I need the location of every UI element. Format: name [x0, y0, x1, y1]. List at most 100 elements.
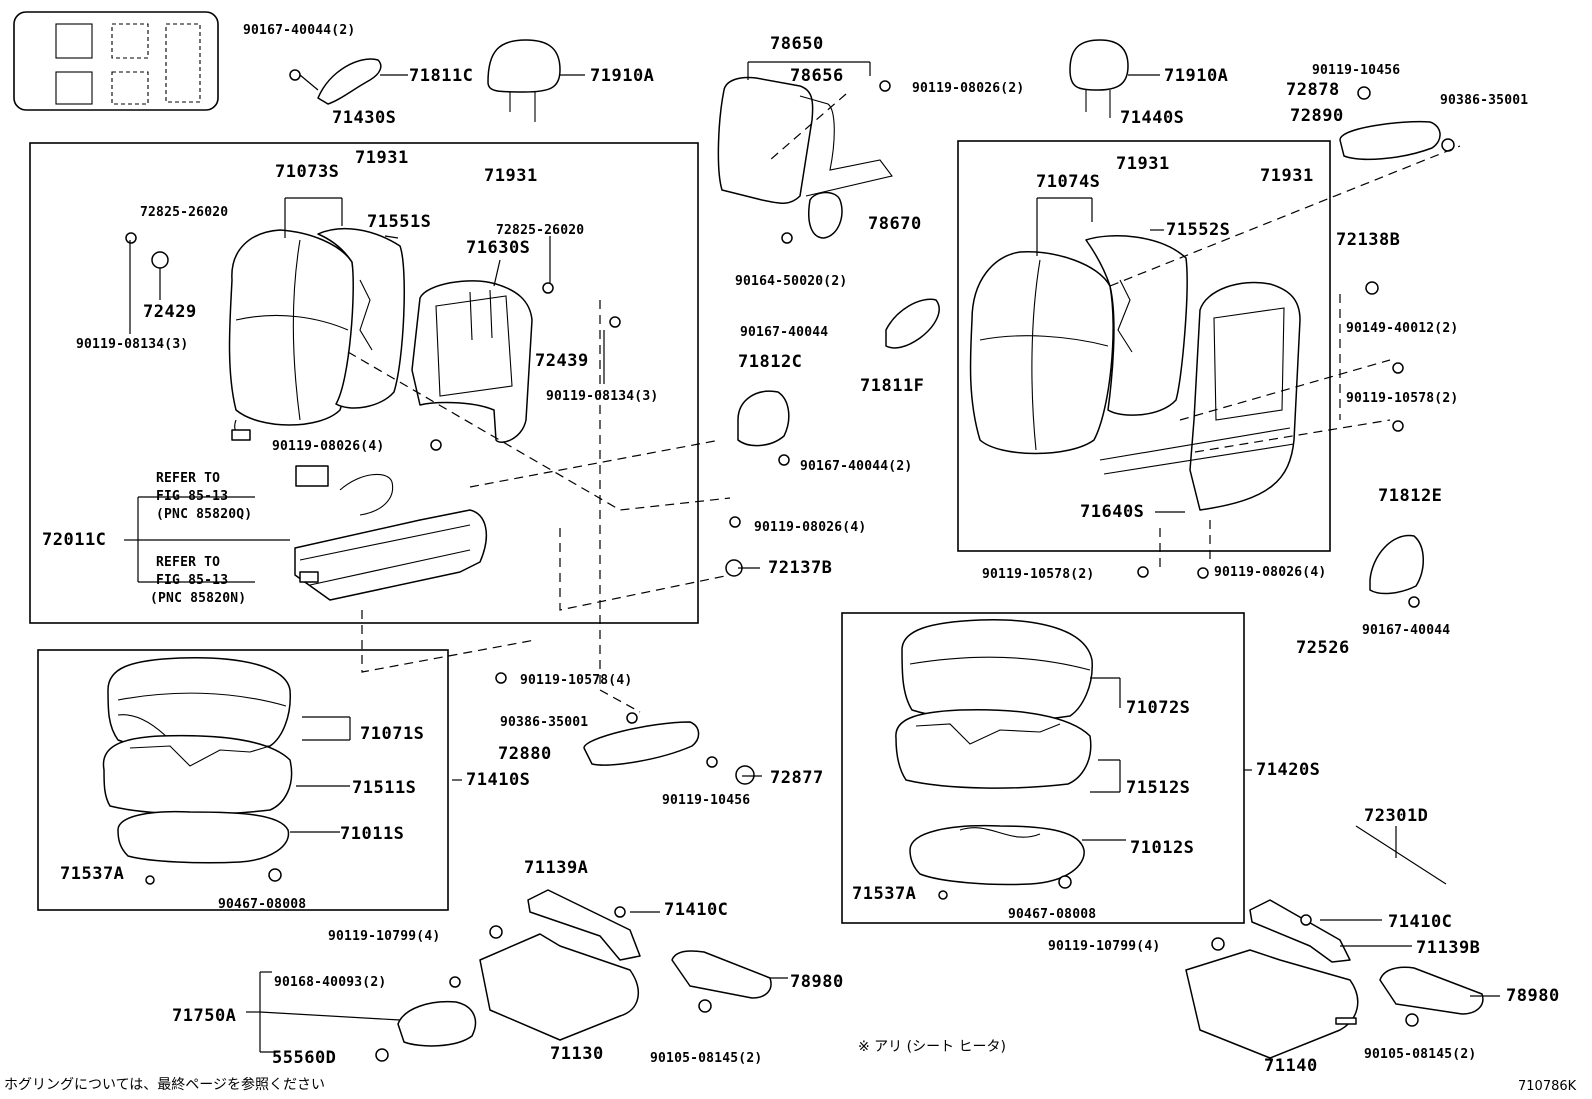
label-71931-c: 71931 — [1116, 154, 1170, 174]
label-78980-b: 78980 — [1506, 986, 1560, 1006]
label-71074s: 71074S — [1036, 172, 1101, 192]
label-71630s: 71630S — [466, 238, 531, 258]
label-71812e: 71812E — [1378, 486, 1443, 506]
seatback-frame-left — [411, 280, 533, 443]
label-71073s: 71073S — [275, 162, 340, 182]
group-box-71430s — [29, 142, 699, 624]
label-72825-26020-b: 72825-26020 — [496, 223, 585, 238]
armrest-72890 — [1339, 120, 1441, 160]
seat-frame-right — [909, 824, 1085, 886]
label-heater-note: ※ アリ (シート ヒータ) — [858, 1039, 1007, 1055]
label-72526: 72526 — [1296, 638, 1350, 658]
label-90119-10578-2-a: 90119-10578(2) — [1346, 391, 1459, 406]
label-72890: 72890 — [1290, 106, 1344, 126]
label-90119-10799-4-b: 90119-10799(4) — [1048, 939, 1161, 954]
seat-frame-left — [117, 810, 290, 864]
seat-cushion-right — [901, 619, 1093, 722]
label-72301d: 72301D — [1364, 806, 1429, 826]
label-90164-50020-2: 90164-50020(2) — [735, 274, 848, 289]
label-71812c: 71812C — [738, 352, 803, 372]
label-90119-08026-2: 90119-08026(2) — [912, 81, 1025, 96]
label-90119-10456-a: 90119-10456 — [1312, 63, 1401, 78]
label-71440s: 71440S — [1120, 108, 1185, 128]
label-78650: 78650 — [770, 34, 824, 54]
label-71931-b: 71931 — [484, 166, 538, 186]
label-90119-08026-4-c: 90119-08026(4) — [1214, 565, 1327, 580]
label-90119-08134-3-a: 90119-08134(3) — [76, 337, 189, 352]
label-pnc-85820q: (PNC 85820Q) — [156, 507, 253, 522]
label-fig-85-13-2: FIG 85-13 — [156, 573, 229, 588]
label-71910a-left: 71910A — [590, 66, 655, 86]
label-fig-85-13-1: FIG 85-13 — [156, 489, 229, 504]
label-90168-40093-2: 90168-40093(2) — [274, 975, 387, 990]
bracket-71139b — [1249, 899, 1351, 963]
label-72878: 72878 — [1286, 80, 1340, 100]
seatback-center — [717, 76, 893, 239]
label-71410s: 71410S — [466, 770, 531, 790]
label-90467-08008-a: 90467-08008 — [218, 897, 307, 912]
label-71931-a: 71931 — [355, 148, 409, 168]
label-90105-08145-2-b: 90105-08145(2) — [1364, 1047, 1477, 1062]
headrest-right — [1069, 39, 1160, 118]
trim-71812c — [737, 390, 790, 447]
label-71910a-right: 71910A — [1164, 66, 1229, 86]
label-71072s: 71072S — [1126, 698, 1191, 718]
headrest-left — [487, 39, 585, 122]
label-78980-a: 78980 — [790, 972, 844, 992]
label-71430s: 71430S — [332, 108, 397, 128]
label-90467-08008-b: 90467-08008 — [1008, 907, 1097, 922]
seatback-cover-left — [228, 229, 355, 441]
cover-71811c — [317, 58, 382, 105]
seat-index-key — [13, 11, 219, 111]
seat-cushion-left — [107, 657, 291, 752]
tray-55560d — [397, 1000, 477, 1047]
label-90167-40044-2-b: 90167-40044(2) — [800, 459, 913, 474]
label-90386-35001-a: 90386-35001 — [1440, 93, 1529, 108]
label-71420s: 71420S — [1256, 760, 1321, 780]
label-71012s: 71012S — [1130, 838, 1195, 858]
footer-note: ホグリングについては、最終ページを参照ください — [4, 1077, 326, 1093]
label-90119-08026-4-b: 90119-08026(4) — [754, 520, 867, 535]
label-71130: 71130 — [550, 1044, 604, 1064]
leader-lines — [124, 61, 1500, 1053]
trim-71811f — [885, 298, 940, 349]
label-78670: 78670 — [868, 214, 922, 234]
armrest-72880 — [583, 721, 700, 766]
label-90167-40044-2-a: 90167-40044(2) — [243, 23, 356, 38]
label-72138b: 72138B — [1336, 230, 1401, 250]
label-71811f: 71811F — [860, 376, 925, 396]
assembly-dashes — [347, 93, 1461, 713]
cover-78980-right — [1379, 966, 1484, 1015]
label-71140: 71140 — [1264, 1056, 1318, 1076]
label-71640s: 71640S — [1080, 502, 1145, 522]
label-90167-40044-c: 90167-40044 — [1362, 623, 1451, 638]
group-box-71410s — [37, 649, 449, 911]
group-box-71440s — [957, 140, 1331, 552]
label-71931-d: 71931 — [1260, 166, 1314, 186]
label-71512s: 71512S — [1126, 778, 1191, 798]
label-71139b: 71139B — [1416, 938, 1481, 958]
bracket-71139a — [527, 889, 641, 961]
label-72137b: 72137B — [768, 558, 833, 578]
label-90119-10456-b: 90119-10456 — [662, 793, 751, 808]
label-55560d: 55560D — [272, 1048, 337, 1068]
cover-78980-left — [671, 950, 772, 999]
label-90149-40012-2: 90149-40012(2) — [1346, 321, 1459, 336]
label-72825-26020-a: 72825-26020 — [140, 205, 229, 220]
label-90105-08145-2-a: 90105-08145(2) — [650, 1051, 763, 1066]
seatback-cover-right — [969, 251, 1114, 455]
base-71130 — [479, 933, 639, 1041]
label-pnc-85820n: (PNC 85820N) — [150, 591, 247, 606]
seat-track-left — [294, 465, 488, 601]
label-72880: 72880 — [498, 744, 552, 764]
label-71750a: 71750A — [172, 1006, 237, 1026]
label-72011c: 72011C — [42, 530, 107, 550]
label-72429: 72429 — [143, 302, 197, 322]
diagram-code: 710786K — [1518, 1079, 1577, 1094]
group-box-71420s — [841, 612, 1245, 924]
label-90167-40044-b: 90167-40044 — [740, 325, 829, 340]
label-71537a-b: 71537A — [852, 884, 917, 904]
label-71537a-a: 71537A — [60, 864, 125, 884]
